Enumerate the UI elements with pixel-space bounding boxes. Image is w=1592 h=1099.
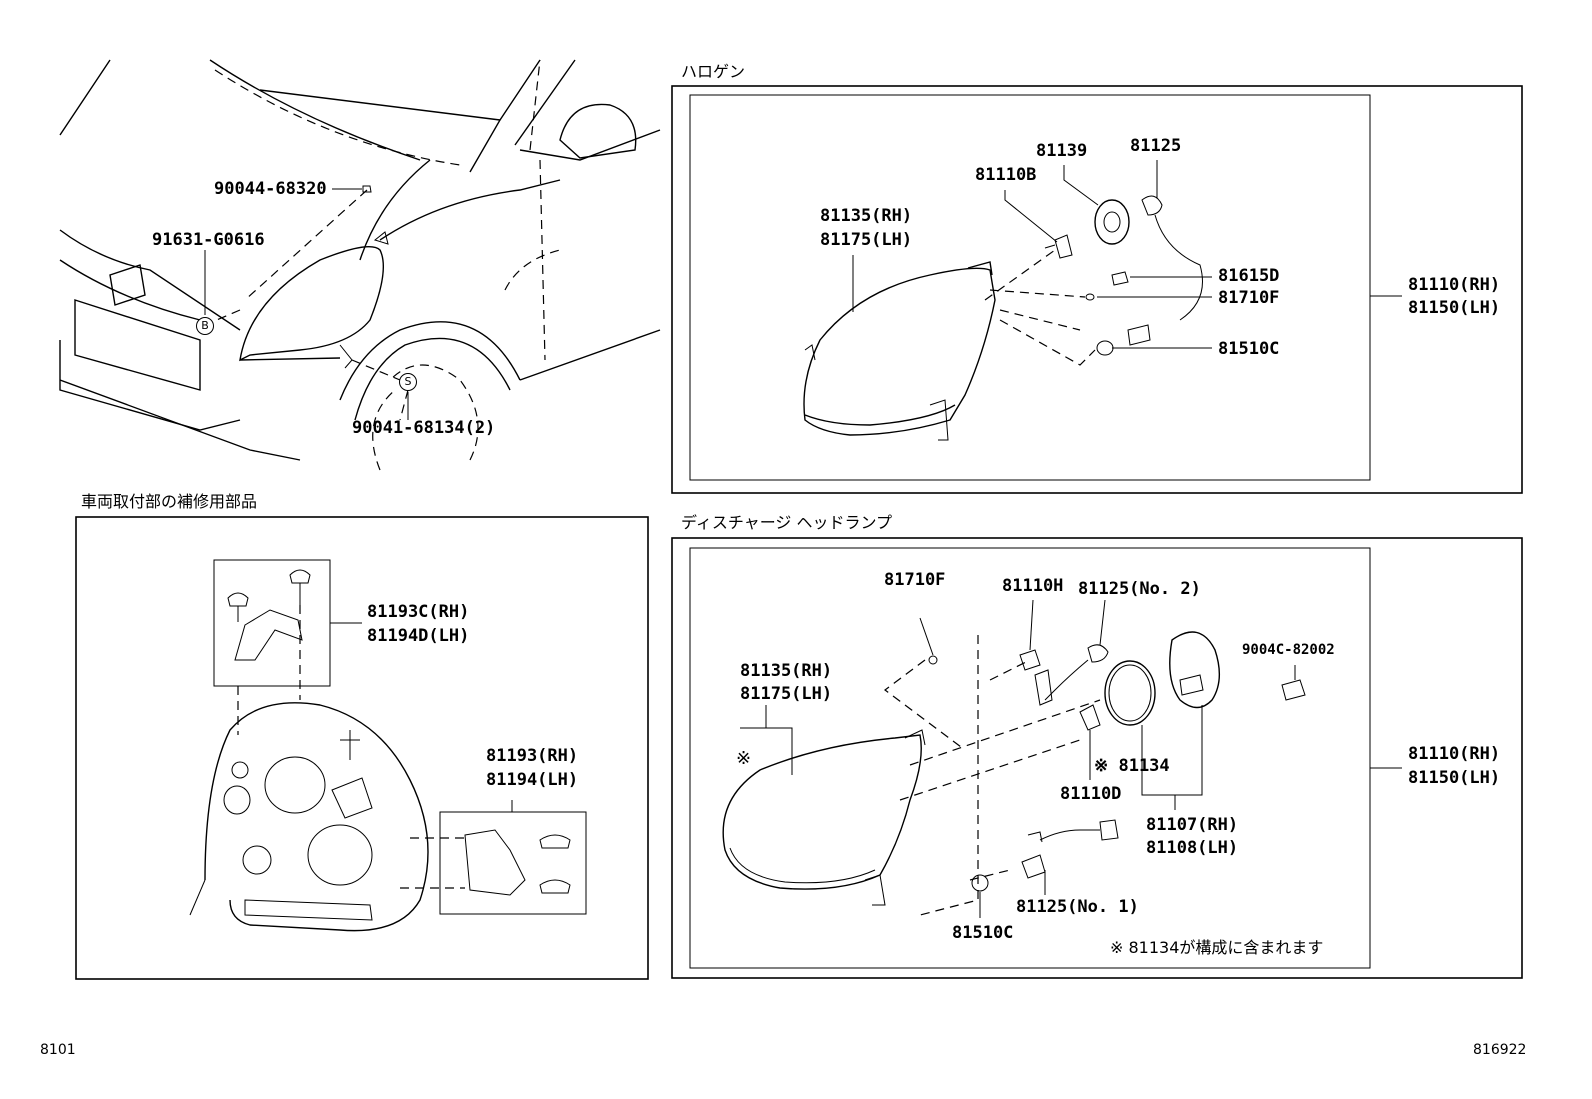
part-label-81110h[interactable]: 81110H: [1002, 576, 1064, 596]
part-label-81125-no2[interactable]: 81125(No. 2): [1078, 579, 1201, 599]
part-label-81110d[interactable]: 81110D: [1060, 784, 1122, 804]
part-label-81194-lh[interactable]: 81194(LH): [486, 770, 579, 790]
included-note: ※ 81134が構成に含まれます: [1110, 938, 1324, 957]
repair-section-drawing: [75, 516, 649, 980]
part-label-91631-g0616[interactable]: 91631-G0616: [152, 230, 265, 250]
part-label-81125-no1[interactable]: 81125(No. 1): [1016, 897, 1139, 917]
part-label-81110b[interactable]: 81110B: [975, 165, 1037, 185]
part-label-81107-rh[interactable]: 81107(RH): [1146, 815, 1239, 835]
assembly-label-81110-rh-discharge[interactable]: 81110(RH): [1408, 744, 1501, 764]
vehicle-front-illustration: [59, 59, 661, 471]
part-label-90041-68134[interactable]: 90041-68134(2): [352, 418, 496, 438]
part-label-81135-rh-discharge[interactable]: 81135(RH): [740, 661, 833, 681]
assembly-label-81150-lh[interactable]: 81150(LH): [1408, 298, 1501, 318]
halogen-section-title: ハロゲン: [681, 62, 746, 81]
part-label-81135-rh[interactable]: 81135(RH): [820, 206, 913, 226]
part-label-81193c-rh[interactable]: 81193C(RH): [367, 602, 470, 622]
figure-number: 816922: [1473, 1042, 1527, 1058]
assembly-label-81110-rh[interactable]: 81110(RH): [1408, 275, 1501, 295]
page-code-left: 8101: [40, 1042, 76, 1058]
part-label-81194d-lh[interactable]: 81194D(LH): [367, 626, 470, 646]
part-label-81510c-discharge[interactable]: 81510C: [952, 923, 1014, 943]
included-mark: ※: [736, 748, 752, 769]
part-label-81175-lh[interactable]: 81175(LH): [820, 230, 913, 250]
part-label-81615d[interactable]: 81615D: [1218, 266, 1280, 286]
part-label-81139[interactable]: 81139: [1036, 141, 1088, 161]
reference-marker-b: B: [196, 317, 214, 335]
part-label-90044-68320[interactable]: 90044-68320: [214, 179, 327, 199]
part-label-81193-rh[interactable]: 81193(RH): [486, 746, 579, 766]
part-label-81710f[interactable]: 81710F: [1218, 288, 1280, 308]
part-label-81125[interactable]: 81125: [1130, 136, 1182, 156]
part-label-81108-lh[interactable]: 81108(LH): [1146, 838, 1239, 858]
halogen-section-drawing: [671, 85, 1523, 494]
reference-marker-s: S: [399, 373, 417, 391]
discharge-section-drawing: [671, 537, 1523, 979]
part-label-81710f-discharge[interactable]: 81710F: [884, 570, 946, 590]
assembly-label-81150-lh-discharge[interactable]: 81150(LH): [1408, 768, 1501, 788]
part-label-81510c[interactable]: 81510C: [1218, 339, 1280, 359]
part-label-81134[interactable]: ※ 81134: [1094, 756, 1170, 776]
part-label-9004c-82002[interactable]: 9004C-82002: [1242, 642, 1335, 658]
part-label-81175-lh-discharge[interactable]: 81175(LH): [740, 684, 833, 704]
discharge-section-title: ディスチャージ ヘッドランプ: [681, 513, 893, 532]
repair-section-title: 車両取付部の補修用部品: [81, 492, 258, 511]
